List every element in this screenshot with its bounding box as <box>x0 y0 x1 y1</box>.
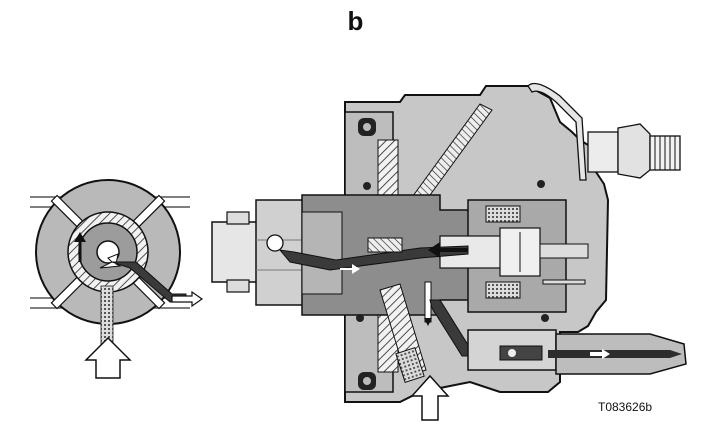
return-connector-body <box>587 131 619 173</box>
shaft-key <box>226 211 250 225</box>
coupling-hole <box>266 234 284 252</box>
outlet-flow <box>548 350 682 358</box>
return-arrow-icon <box>424 318 432 326</box>
rotation-arrow-icon <box>74 232 86 262</box>
inlet-arrow-icon <box>84 336 132 379</box>
drive-shaft <box>211 221 261 283</box>
figure-reference-code: T083626b <box>598 400 653 414</box>
spring-pocket <box>367 237 403 253</box>
return-connector-nut <box>617 123 651 179</box>
pump-section-group <box>211 82 687 421</box>
roller-lower <box>485 281 521 299</box>
delivery-valve <box>499 345 543 361</box>
end-view-group <box>30 179 204 379</box>
fuel-inlet-arrow-icon <box>410 374 450 421</box>
inlet-filter <box>395 347 425 383</box>
channel-arrow-icon <box>340 264 360 274</box>
thread-lines <box>654 136 676 170</box>
fuel-return-line <box>527 82 587 181</box>
valve-stem <box>539 243 589 259</box>
panel-label: b <box>347 6 364 36</box>
outlet-flow-arrow-icon <box>590 349 610 359</box>
roller-upper <box>485 205 521 223</box>
shaft-key <box>226 279 250 293</box>
plunger-direction-arrow-icon <box>428 242 468 258</box>
outlet-arrow-icon <box>171 290 204 308</box>
vane-slots <box>50 194 166 310</box>
